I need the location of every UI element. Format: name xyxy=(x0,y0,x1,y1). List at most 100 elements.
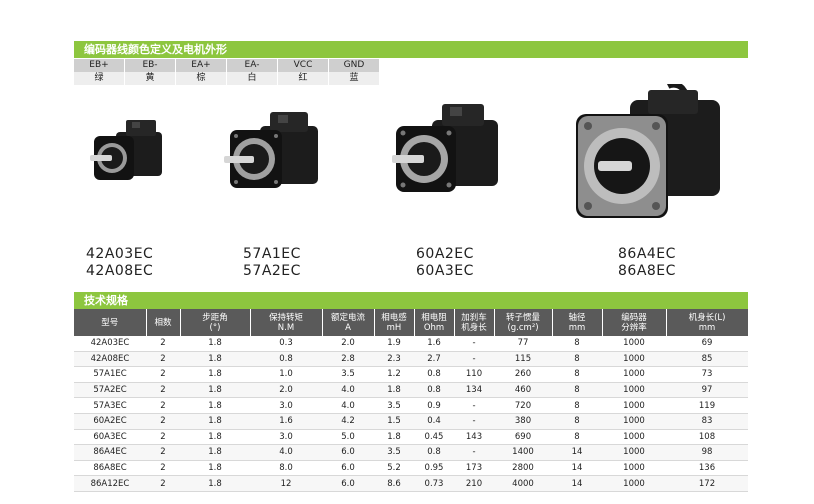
spec-cell: 1000 xyxy=(602,351,666,368)
spec-cell: 134 xyxy=(454,382,494,399)
model-line-1: 42A03EC xyxy=(86,246,154,262)
spec-cell: 2 xyxy=(146,397,180,414)
wire-color-row: 绿 黄 棕 白 红 蓝 xyxy=(74,72,380,85)
wire-color-cell: 白 xyxy=(226,72,278,85)
wire-code-cell: EB- xyxy=(124,59,176,72)
model-line-1: 60A2EC xyxy=(416,246,474,262)
spec-cell: 42A08EC xyxy=(74,351,146,368)
motor-model-label: 86A4EC 86A8EC xyxy=(618,246,676,280)
spec-header-cell: 机身长(L)mm xyxy=(666,309,749,336)
spec-cell: 1.8 xyxy=(180,429,250,446)
spec-cell: 1.8 xyxy=(180,366,250,383)
spec-cell: 86A8EC xyxy=(74,460,146,477)
spec-cell: 14 xyxy=(552,444,602,461)
spec-cell: 1.2 xyxy=(374,366,414,383)
spec-cell: 57A1EC xyxy=(74,366,146,383)
motor-model-label: 42A03EC 42A08EC xyxy=(86,246,153,280)
spec-cell: 1000 xyxy=(602,397,666,414)
spec-cell: 97 xyxy=(666,382,748,399)
spec-cell: 2 xyxy=(146,413,180,430)
wire-code-cell: GND xyxy=(328,59,380,72)
spec-header-text: (g.cm²) xyxy=(507,322,539,333)
spec-cell: 690 xyxy=(494,429,552,446)
spec-cell: 136 xyxy=(666,460,748,477)
spec-header-text: 机身长 xyxy=(461,322,487,333)
spec-cell: 2.7 xyxy=(414,351,454,368)
spec-cell: 6.0 xyxy=(322,475,374,492)
spec-cell: 1.0 xyxy=(250,366,322,383)
spec-cell: 1.8 xyxy=(374,429,414,446)
spec-header-text: A xyxy=(345,322,351,333)
spec-header-text: 相电阻 xyxy=(421,312,447,323)
spec-cell: 85 xyxy=(666,351,748,368)
spec-cell: 1.9 xyxy=(374,336,414,352)
spec-cell: 73 xyxy=(666,366,748,383)
wire-color-cell: 棕 xyxy=(175,72,227,85)
spec-cell: 86A4EC xyxy=(74,444,146,461)
spec-cell: - xyxy=(454,351,494,368)
spec-cell: 2 xyxy=(146,475,180,492)
model-line-2: 57A2EC xyxy=(243,263,301,279)
spec-cell: 4000 xyxy=(494,475,552,492)
spec-cell: 1000 xyxy=(602,475,666,492)
spec-cell: 2 xyxy=(146,429,180,446)
spec-header-text: N.M xyxy=(277,322,295,333)
model-line-2: 60A3EC xyxy=(416,263,474,279)
spec-cell: 77 xyxy=(494,336,552,352)
motor-42-image xyxy=(90,120,162,180)
spec-cell: 8 xyxy=(552,397,602,414)
spec-cell: 110 xyxy=(454,366,494,383)
spec-header-cell: 转子惯量(g.cm²) xyxy=(494,309,553,336)
spec-cell: 0.9 xyxy=(414,397,454,414)
motor-57-image xyxy=(224,112,318,188)
spec-header-text: mH xyxy=(386,322,402,333)
section-header-specifications: 技术规格 xyxy=(74,292,748,309)
spec-cell: 2 xyxy=(146,336,180,352)
spec-cell: 1.8 xyxy=(180,475,250,492)
wire-code-cell: EA- xyxy=(226,59,278,72)
spec-cell: 119 xyxy=(666,397,748,414)
spec-cell: 380 xyxy=(494,413,552,430)
motor-86-image xyxy=(576,84,720,218)
spec-cell: 14 xyxy=(552,460,602,477)
spec-cell: 4.2 xyxy=(322,413,374,430)
spec-cell: 2.0 xyxy=(250,382,322,399)
spec-cell: 2 xyxy=(146,351,180,368)
spec-cell: 4.0 xyxy=(322,397,374,414)
spec-header-text: 编码器 xyxy=(621,312,647,323)
spec-cell: 86A12EC xyxy=(74,475,146,492)
spec-cell: 0.95 xyxy=(414,460,454,477)
spec-cell: 172 xyxy=(666,475,748,492)
spec-header-text: mm xyxy=(698,322,716,333)
spec-cell: - xyxy=(454,413,494,430)
spec-cell: 12 xyxy=(250,475,322,492)
spec-header-cell: 相数 xyxy=(146,309,181,336)
spec-cell: 2 xyxy=(146,460,180,477)
wire-color-cell: 红 xyxy=(277,72,329,85)
spec-cell: 3.0 xyxy=(250,397,322,414)
spec-header-cell: 加刹车机身长 xyxy=(454,309,495,336)
spec-cell: 1400 xyxy=(494,444,552,461)
spec-header-text: 相电感 xyxy=(381,312,407,323)
spec-cell: 115 xyxy=(494,351,552,368)
spec-cell: 1000 xyxy=(602,336,666,352)
spec-cell: 1000 xyxy=(602,413,666,430)
spec-cell: 2.3 xyxy=(374,351,414,368)
spec-cell: 1.8 xyxy=(180,460,250,477)
spec-cell: - xyxy=(454,444,494,461)
spec-cell: 2.0 xyxy=(322,336,374,352)
spec-cell: 6.0 xyxy=(322,460,374,477)
spec-cell: 4.0 xyxy=(250,444,322,461)
section-title: 技术规格 xyxy=(84,294,128,307)
spec-cell: 0.8 xyxy=(414,382,454,399)
spec-cell: 57A2EC xyxy=(74,382,146,399)
